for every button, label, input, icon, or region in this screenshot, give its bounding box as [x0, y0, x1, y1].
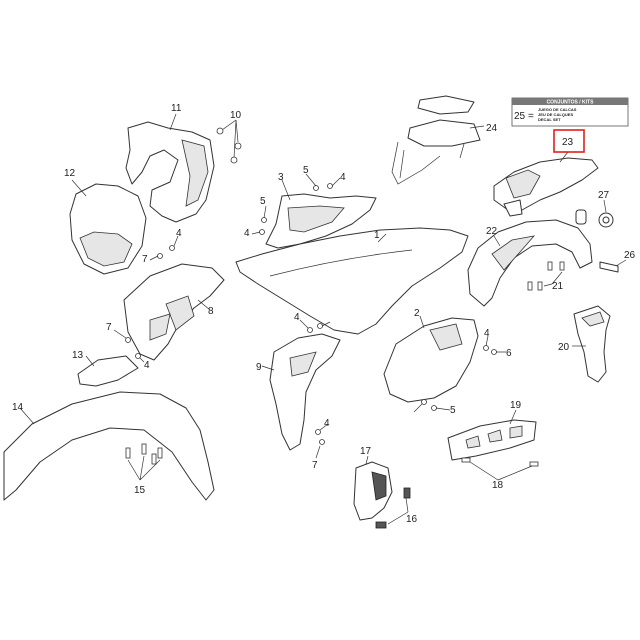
callout-19: 19 [510, 400, 522, 411]
kits-box: CONJUNTOS / KITS 25 = JUEGO DE CALCAS JE… [511, 97, 629, 127]
callout-12: 12 [64, 168, 76, 179]
callout-9: 9 [256, 362, 262, 373]
callout-4e: 4 [484, 328, 490, 339]
callout-4b: 4 [244, 228, 250, 239]
callout-2: 2 [414, 308, 420, 319]
callout-7c: 7 [312, 460, 318, 471]
part-20-chain-guide [572, 305, 611, 383]
callout-4a: 4 [340, 172, 346, 183]
kits-box-item-3: DECAL SET [538, 117, 561, 122]
small-hardware [113, 173, 506, 459]
part-12-headlight-mask [69, 179, 147, 275]
callout-14: 14 [12, 402, 24, 413]
callout-5b: 5 [260, 196, 266, 207]
kits-box-item-1: JUEGO DE CALCAS [538, 107, 577, 112]
callout-20: 20 [558, 342, 570, 353]
callout-8: 8 [208, 306, 214, 317]
kits-box-number: 25 [514, 111, 526, 122]
callout-13: 13 [72, 350, 84, 361]
callout-7b: 7 [106, 322, 112, 333]
callout-4c: 4 [176, 228, 182, 239]
callout-22: 22 [486, 226, 498, 237]
callout-4d: 4 [294, 312, 300, 323]
callout-6: 6 [506, 348, 512, 359]
part-1-seat [235, 227, 469, 335]
part-24-rear-rack [391, 95, 485, 185]
part-26-rear-bolt [599, 259, 627, 273]
callout-4f: 4 [144, 360, 150, 371]
part-14-front-fender [3, 391, 215, 501]
callout-23: 23 [562, 137, 574, 148]
part-19-chain-guard [447, 409, 537, 461]
part-23-rear-fender [493, 151, 599, 217]
part-21-fasteners [527, 261, 565, 291]
callout-27: 27 [598, 190, 610, 201]
kits-box-item-2: JEU DE CALQUES [538, 112, 573, 117]
callout-1: 1 [374, 230, 380, 241]
callout-18: 18 [492, 480, 504, 491]
callout-11: 11 [171, 103, 182, 114]
part-13-bracket [77, 355, 139, 387]
part-3-side-panel [265, 179, 377, 249]
callout-5a: 5 [303, 165, 309, 176]
part-15-screws [125, 443, 163, 481]
callout-26: 26 [624, 250, 636, 261]
part-10-bolts [216, 119, 242, 164]
part-8-radiator-shroud [123, 263, 225, 361]
part-2-side-plate [383, 315, 479, 403]
part-18-screws [461, 457, 539, 481]
callout-17: 17 [360, 446, 372, 457]
part-9-radiator-shroud-right [261, 333, 341, 451]
callout-5c: 5 [450, 405, 456, 416]
kits-box-equals: = [528, 111, 534, 122]
callout-10: 10 [230, 110, 242, 121]
callout-7a: 7 [142, 254, 148, 265]
part-11-headlight-bracket [125, 113, 215, 223]
callout-15: 15 [134, 485, 146, 496]
callout-16: 16 [406, 514, 418, 525]
callout-labels: 11 10 24 23 12 5 4 3 27 5 4 1 22 4 7 26 … [12, 103, 636, 525]
part-27-grommet [575, 199, 614, 228]
callout-3: 3 [278, 172, 284, 183]
callout-21: 21 [552, 281, 564, 292]
part-22-inner-mudguard [467, 219, 593, 307]
callout-4g: 4 [324, 418, 330, 429]
callout-24: 24 [486, 123, 498, 134]
part-17-sprocket-cover [353, 455, 393, 521]
highlight-box-23 [553, 129, 585, 153]
part-16-bolts [375, 487, 411, 529]
kits-box-header: CONJUNTOS / KITS [547, 100, 595, 106]
